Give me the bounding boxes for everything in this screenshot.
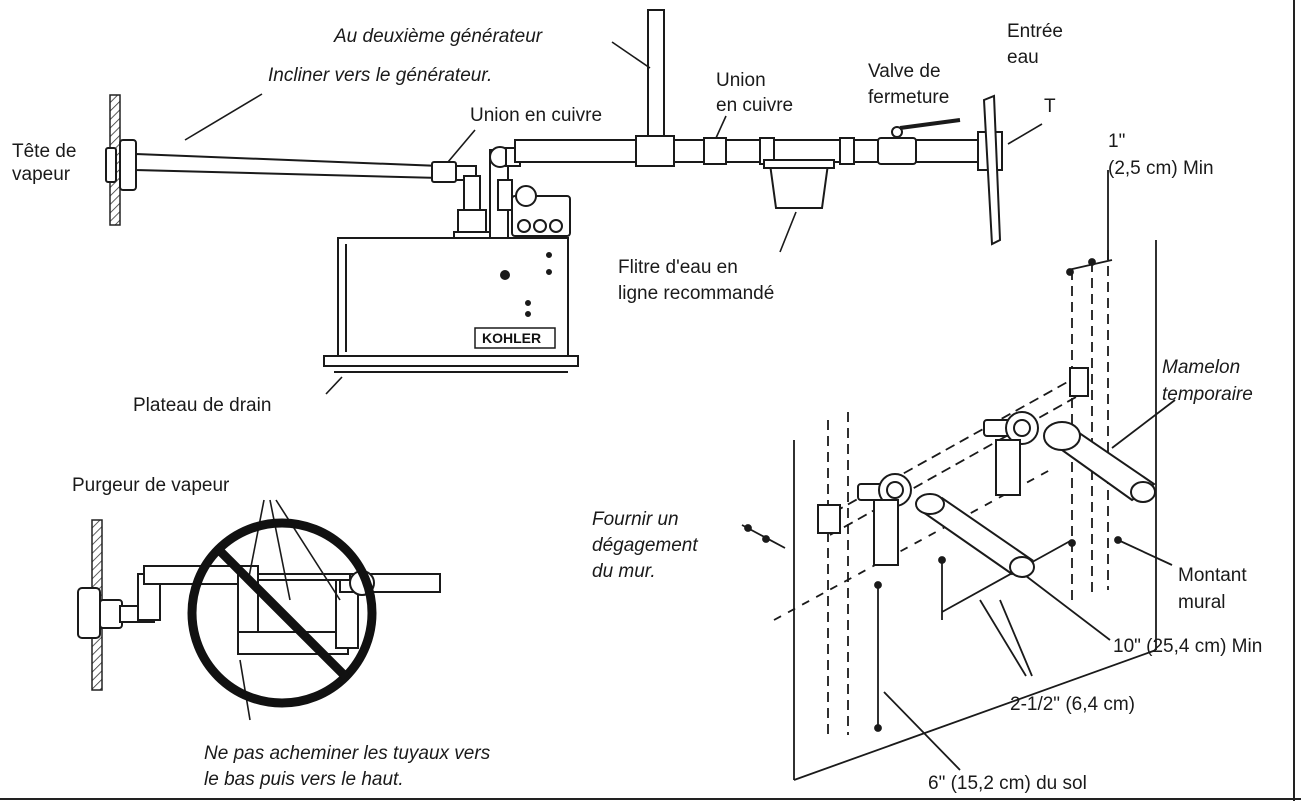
label-min-1in-1: 1" — [1108, 131, 1126, 152]
copper-union-left-shape — [431, 161, 457, 183]
label-shutoff-valve-1: Valve de — [868, 61, 941, 82]
top-assembly — [105, 9, 1003, 373]
label-slope-to-generator: Incliner vers le générateur. — [268, 65, 493, 86]
label-wall-clearance-2: dégagement — [592, 535, 698, 556]
label-temp-nipple-2: temporaire — [1162, 384, 1253, 405]
label-steam-head-2: vapeur — [12, 164, 71, 185]
label-floor-6in: 6" (15,2 cm) du sol — [928, 773, 1087, 794]
label-no-down-up-2: le bas puis vers le haut. — [204, 769, 404, 790]
rough-in-fittings — [817, 367, 1156, 578]
label-water-filter-1: Flitre d'eau en — [618, 257, 738, 278]
drain-pan-shape — [323, 355, 579, 367]
label-water-filter-2: ligne recommandé — [618, 283, 775, 304]
steam-trap-illustration — [77, 499, 441, 721]
label-copper-union-mid-2: en cuivre — [716, 95, 794, 116]
brand-logo: KOHLER — [482, 330, 542, 346]
label-min-1in-2: (2,5 cm) Min — [1108, 158, 1214, 179]
label-wall-clearance-1: Fournir un — [592, 509, 679, 530]
shutoff-valve-shape — [877, 137, 917, 165]
label-water-inlet-1: Entrée — [1007, 21, 1063, 42]
label-min-10in: 10" (25,4 cm) Min — [1113, 636, 1263, 657]
label-water-inlet-2: eau — [1007, 47, 1039, 68]
label-temp-nipple-1: Mamelon — [1162, 357, 1241, 378]
steam-head-cap — [105, 147, 117, 183]
inlet-pipe-vertical — [982, 94, 1002, 246]
label-wall-stud-2: mural — [1178, 592, 1226, 613]
label-second-generator: Au deuxième générateur — [334, 26, 543, 47]
prohibited-sign-icon — [187, 518, 377, 708]
label-shutoff-valve-2: fermeture — [868, 87, 950, 108]
label-drain-pan: Plateau de drain — [133, 395, 272, 416]
sloped-steam-pipe — [135, 152, 441, 180]
second-generator-pipe — [647, 9, 665, 141]
label-spacing-2half: 2-1/2" (6,4 cm) — [1010, 694, 1136, 715]
label-steam-head-1: Tête de — [12, 141, 77, 162]
steam-head-shape — [119, 139, 137, 191]
top-leader-lines — [184, 41, 1043, 395]
label-copper-union-mid-1: Union — [716, 70, 766, 91]
label-tee: T — [1044, 96, 1056, 117]
label-wall-clearance-3: du mur. — [592, 561, 656, 582]
label-copper-union-left: Union en cuivre — [470, 105, 603, 126]
label-no-down-up-1: Ne pas acheminer les tuyaux vers — [204, 743, 491, 764]
label-steam-trap: Purgeur de vapeur — [72, 475, 230, 496]
water-filter-shape — [768, 163, 830, 209]
label-wall-stud-1: Montant — [1178, 565, 1247, 586]
brand-plate — [474, 327, 556, 349]
